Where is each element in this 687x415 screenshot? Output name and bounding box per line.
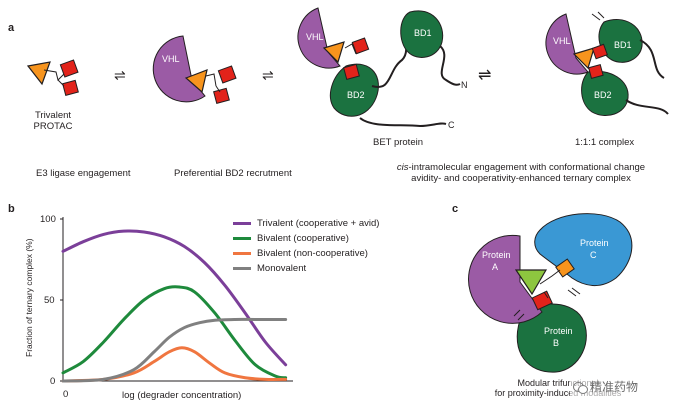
n-terminus-label: N [461, 80, 468, 90]
watermark-text: 精准药物 [590, 380, 639, 394]
bd2-label-2: BD2 [594, 90, 612, 100]
panel-a-letter: a [8, 22, 15, 34]
vhl-label-2: VHL [306, 32, 324, 42]
series-line-1 [61, 285, 288, 380]
bd1-label-1: BD1 [414, 28, 432, 38]
wechat-icon [573, 381, 588, 394]
series-line-0 [61, 229, 288, 367]
legend-label-monovalent: Monovalent [257, 263, 307, 274]
ternary-complex [545, 11, 669, 116]
c-terminus-label: C [448, 120, 455, 130]
x-tick-0: 0 [63, 389, 69, 400]
chart-legend: Trivalent (cooperative + avid) Bivalent … [233, 216, 379, 276]
legend-item: Bivalent (cooperative) [233, 231, 379, 246]
panel-c-letter: c [452, 203, 459, 215]
watermark: 精准药物 [570, 377, 642, 396]
legend-swatch [233, 222, 251, 225]
legend-label-bivalent-noncooperative: Bivalent (non-cooperative) [257, 248, 368, 259]
y-tick-100: 100 [40, 214, 56, 225]
series-line-2 [61, 346, 288, 383]
legend-swatch [233, 237, 251, 240]
complex-label: 1:1:1 complex [575, 137, 635, 148]
legend-swatch [233, 267, 251, 270]
caption-intramolecular: cis-intramolecular engagement with confo… [396, 162, 646, 184]
y-tick-0: 0 [50, 376, 56, 387]
y-tick-50: 50 [44, 295, 55, 306]
y-axis-label: Fraction of ternary complex (%) [24, 238, 34, 357]
x-axis-label: log (degrader concentration) [122, 390, 242, 401]
equilibrium-arrow-1: ⇌ [114, 67, 126, 83]
vhl-label-3: VHL [553, 36, 571, 46]
protac-free [26, 59, 79, 96]
equilibrium-arrow-3: ⇌ [478, 67, 491, 84]
protac-label: Trivalent PROTAC [33, 110, 73, 132]
equilibrium-arrow-2: ⇌ [262, 67, 274, 83]
legend-swatch [233, 252, 251, 255]
panel-a-schematic: ⇌ VHL ⇌ VHL BD2 BD1 N C ⇌ V [26, 7, 669, 130]
panel-c-caption: Modular trifunctional for proximity-indu… [494, 378, 622, 398]
bet-protein-label: BET protein [373, 137, 423, 148]
vhl-label-1: VHL [162, 54, 180, 64]
series-line-3 [61, 317, 288, 383]
chart-series [61, 229, 288, 383]
legend-label-bivalent-cooperative: Bivalent (cooperative) [257, 233, 349, 244]
legend-label-trivalent: Trivalent (cooperative + avid) [257, 218, 380, 229]
legend-item: Bivalent (non-cooperative) [233, 246, 379, 261]
caption-bd2-recruitment: Preferential BD2 recrutment [174, 168, 292, 179]
panel-b-letter: b [8, 203, 15, 215]
legend-item: Trivalent (cooperative + avid) [233, 216, 379, 231]
caption-e3-engagement: E3 ligase engagement [36, 168, 131, 179]
ternary-intermediate [297, 7, 461, 128]
bd1-label-2: BD1 [614, 40, 632, 50]
bd2-label-1: BD2 [347, 90, 365, 100]
vhl-engaged [152, 35, 237, 104]
legend-item: Monovalent [233, 261, 379, 276]
